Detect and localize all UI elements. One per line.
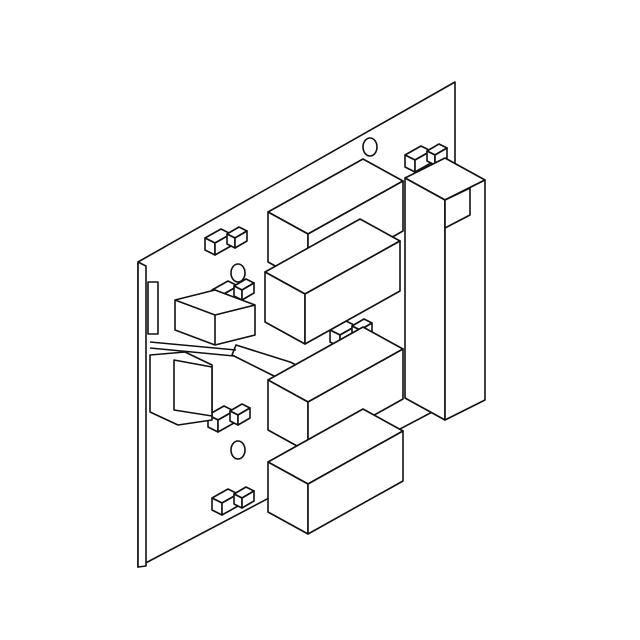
relay-2-side [304, 240, 401, 345]
header-edge [174, 299, 216, 316]
terminal-step [444, 187, 471, 229]
relays [264, 158, 404, 535]
wire-connector [149, 289, 300, 426]
board-slot [147, 281, 159, 335]
relay-4-side [307, 430, 404, 535]
board-edge [137, 261, 147, 568]
wire [149, 341, 237, 351]
connector-latch [173, 359, 213, 417]
smd-part-3b-side [237, 407, 251, 426]
smd-part-4b-side [241, 490, 255, 509]
mounting-hole-3 [362, 137, 378, 157]
mounting-hole-1 [230, 263, 246, 283]
wire [149, 347, 235, 357]
header-edge [214, 304, 256, 316]
mounting-hole-2 [230, 440, 246, 460]
terminal-front [404, 177, 446, 421]
terminal-block [404, 157, 486, 421]
smd-part-2b-side [241, 282, 255, 301]
smd-part-1b-side [234, 230, 248, 249]
terminal-side [444, 179, 486, 421]
